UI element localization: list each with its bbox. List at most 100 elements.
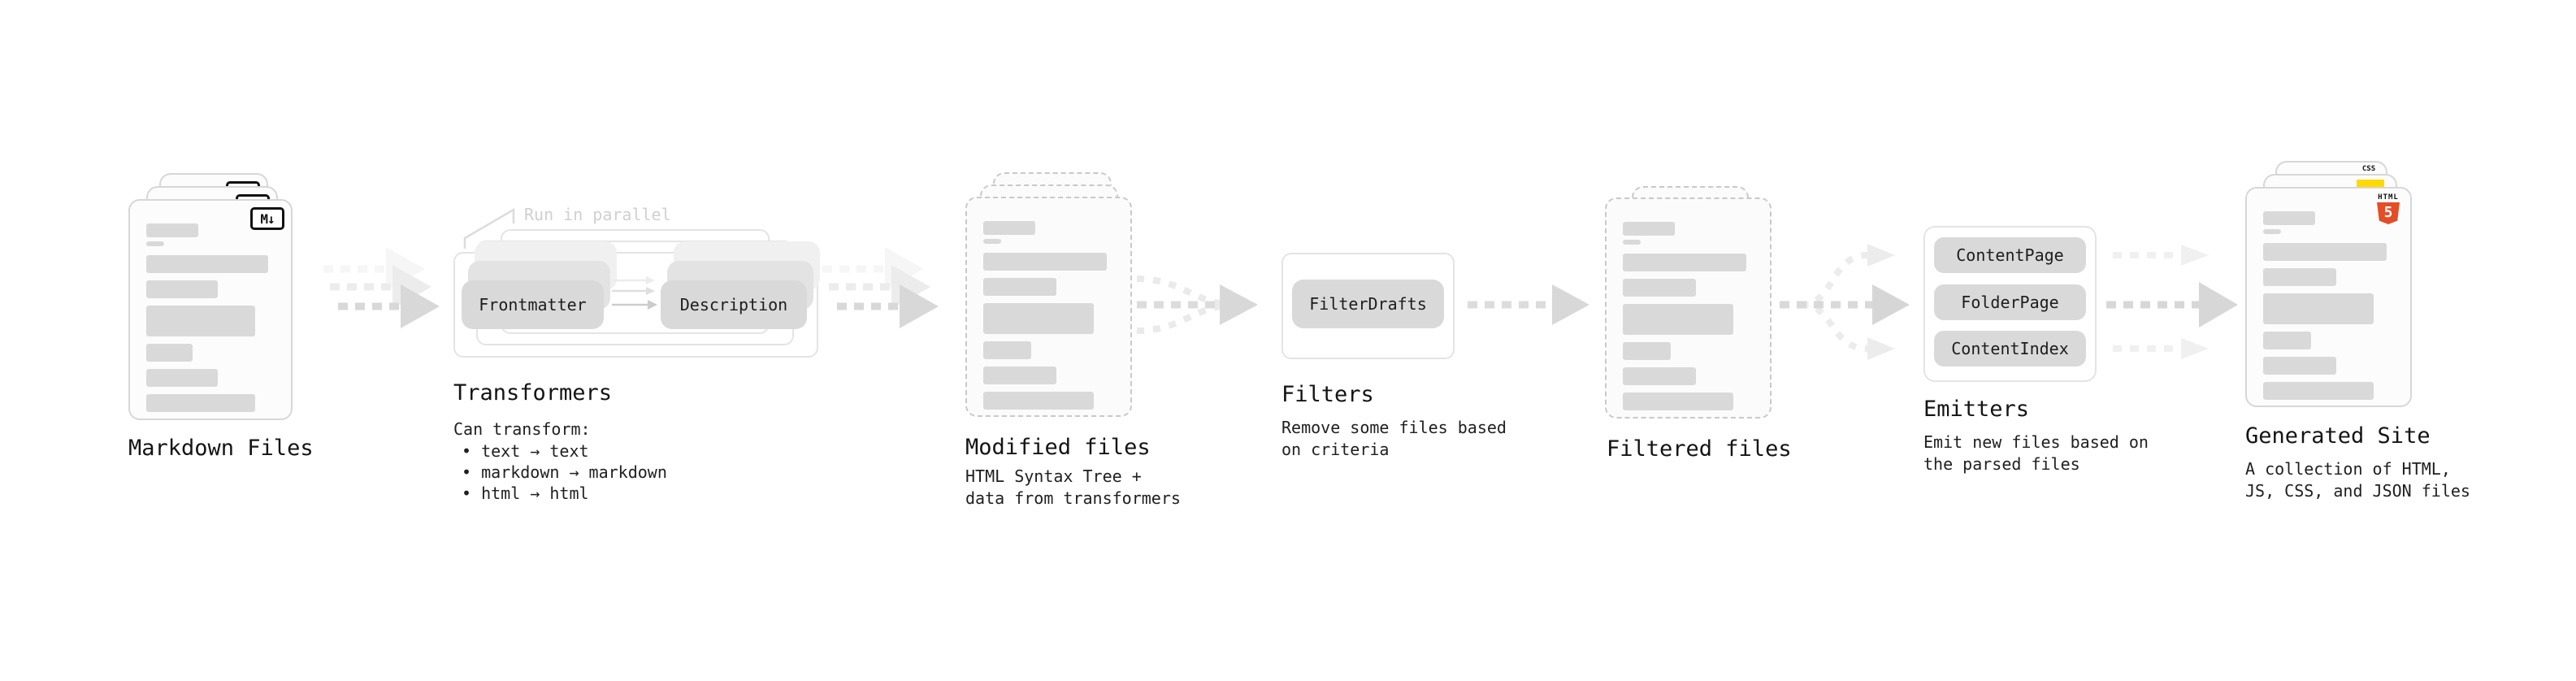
- parallel-arrow-top: [2113, 245, 2209, 266]
- flow-arrow-filtered-to-emitters: [1780, 244, 1910, 360]
- placeholder-bar: [2263, 293, 2374, 324]
- inner-arrow: [612, 276, 655, 284]
- placeholder-bar: [983, 341, 1031, 359]
- frontmatter-pill: Frontmatter: [462, 280, 604, 329]
- flow-arrow-emitters-to-generated: [2106, 245, 2238, 359]
- placeholder-bar: [2263, 211, 2315, 225]
- placeholder-bar: [983, 303, 1094, 334]
- html5-file-icon: HTML 5: [2376, 193, 2400, 224]
- placeholder-bar: [146, 369, 218, 387]
- placeholder-bar: [1623, 222, 1675, 236]
- placeholder-bar: [1623, 342, 1671, 360]
- stage-label-emitters: Emitters: [1923, 397, 2030, 422]
- placeholder-bar: [983, 278, 1056, 296]
- emitters-description: Emit new files based on the parsed files: [1923, 432, 2149, 475]
- placeholder-bar: [2263, 268, 2336, 286]
- flow-arrow-transformers-to-modified: [822, 247, 939, 328]
- desc-line: HTML Syntax Tree +: [965, 466, 1142, 486]
- desc-line: the parsed files: [1923, 454, 2080, 474]
- placeholder-bar: [983, 221, 1035, 235]
- placeholder-bar: [1623, 367, 1696, 385]
- placeholder-bar: [2263, 332, 2311, 349]
- file-card: HTML 5: [2245, 187, 2412, 407]
- file-content-placeholder: [130, 201, 291, 412]
- placeholder-bar: [1623, 279, 1696, 297]
- file-content-placeholder: [2247, 189, 2410, 400]
- flow-arrow-modified-to-filters: [1136, 275, 1258, 334]
- folderpage-pill: FolderPage: [1934, 284, 2086, 320]
- placeholder-bar: [2263, 229, 2281, 234]
- bullet-item: • markdown → markdown: [462, 462, 667, 482]
- placeholder-bar: [983, 367, 1056, 384]
- modified-files-description: HTML Syntax Tree + data from transformer…: [965, 466, 1181, 510]
- desc-line: Can transform:: [453, 419, 591, 439]
- placeholder-bar: [1623, 304, 1733, 335]
- generated-site-description: A collection of HTML, JS, CSS, and JSON …: [2245, 458, 2470, 502]
- placeholder-bar: [146, 394, 255, 412]
- placeholder-bar: [983, 253, 1107, 271]
- file-content-placeholder: [1607, 199, 1770, 410]
- desc-line: JS, CSS, and JSON files: [2245, 481, 2470, 501]
- parallel-arrow-bottom: [2113, 338, 2209, 359]
- bullet-item: • html → html: [462, 484, 589, 503]
- html5-shield: 5: [2377, 202, 2400, 224]
- transform-bullet-list: • text → text • markdown → markdown • ht…: [453, 440, 667, 504]
- placeholder-bar: [2263, 357, 2336, 375]
- filters-description: Remove some files based on criteria: [1281, 417, 1507, 461]
- flow-arrow-filters-to-filtered: [1468, 284, 1589, 325]
- placeholder-bar: [146, 306, 255, 336]
- description-pill: Description: [661, 280, 807, 329]
- placeholder-bar: [146, 344, 193, 362]
- main-arrow: [1468, 284, 1589, 325]
- bullet-item: • text → text: [462, 441, 589, 461]
- contentpage-pill: ContentPage: [1934, 237, 2086, 273]
- placeholder-bar: [1623, 240, 1641, 245]
- flow-arrow-markdown-to-transformers: [323, 247, 440, 328]
- placeholder-bar: [983, 392, 1094, 410]
- inner-arrow: [612, 300, 657, 310]
- desc-line: Emit new files based on: [1923, 432, 2149, 452]
- pill-to-pill-arrows: [612, 276, 657, 310]
- transformer-container-front: [453, 252, 818, 358]
- stage-label-filters: Filters: [1281, 382, 1374, 407]
- file-card: [1605, 197, 1772, 419]
- inner-arrow: [612, 287, 655, 295]
- stage-label-filtered-files: Filtered files: [1607, 436, 1792, 462]
- placeholder-bar: [1623, 254, 1746, 271]
- contentindex-pill: ContentIndex: [1934, 331, 2086, 367]
- stage-label-markdown-files: Markdown Files: [128, 436, 314, 461]
- filters-container: [1281, 253, 1455, 359]
- desc-line: data from transformers: [965, 488, 1181, 508]
- run-in-parallel-annotation: Run in parallel: [524, 205, 671, 224]
- file-content-placeholder: [967, 198, 1130, 410]
- placeholder-bar: [983, 239, 1001, 244]
- main-arrow: [1780, 284, 1910, 325]
- markdown-icon: M↓: [250, 207, 284, 230]
- main-arrow: [338, 284, 440, 328]
- emitters-container: [1923, 226, 2097, 382]
- placeholder-bar: [146, 255, 268, 273]
- placeholder-bar: [146, 223, 198, 237]
- html5-icon-label: HTML: [2378, 193, 2399, 202]
- placeholder-bar: [2263, 243, 2387, 261]
- stage-label-transformers: Transformers: [453, 380, 613, 406]
- placeholder-bar: [2263, 382, 2374, 400]
- filterdrafts-pill: FilterDrafts: [1292, 280, 1444, 328]
- desc-line: A collection of HTML,: [2245, 459, 2451, 479]
- main-arrow: [1137, 284, 1258, 325]
- stage-label-generated-site: Generated Site: [2245, 423, 2431, 449]
- split-branch-top: [1800, 244, 1895, 308]
- placeholder-bar: [146, 280, 218, 298]
- transformers-description: Can transform: • text → text • markdown …: [453, 419, 667, 504]
- file-card: [965, 197, 1132, 417]
- desc-line: on criteria: [1281, 440, 1390, 459]
- split-branch-bottom: [1800, 301, 1895, 360]
- stage-label-modified-files: Modified files: [965, 435, 1151, 460]
- main-arrow: [837, 284, 939, 328]
- desc-line: Remove some files based: [1281, 418, 1507, 437]
- placeholder-bar: [1623, 393, 1733, 410]
- file-card: M↓: [128, 199, 293, 420]
- placeholder-bar: [146, 241, 164, 246]
- parallel-arrow-middle: [2106, 282, 2238, 327]
